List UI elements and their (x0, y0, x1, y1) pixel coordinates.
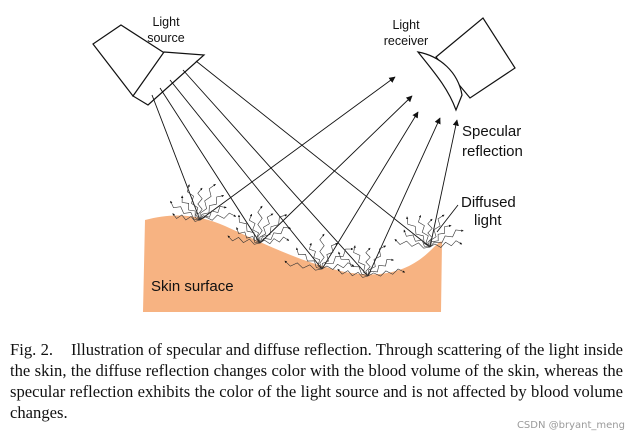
diffuse-ray-squiggle (199, 194, 225, 221)
diffuse-ray-squiggle (248, 213, 261, 244)
diffuse-ray-squiggle (365, 247, 371, 277)
diffuse-ray-squiggle (427, 218, 433, 248)
diffuse-ray-squiggle (199, 183, 216, 221)
diffuse-ray-squiggle (418, 215, 431, 248)
diffuse-ray-squiggle (257, 205, 263, 244)
specular-reflected-rays (199, 76, 459, 277)
diffuse-ray-squiggle (236, 227, 261, 244)
diffuse-ray-squiggle (259, 213, 274, 244)
diffuse-ray-squiggle (338, 251, 369, 277)
diffuse-ray-squiggle (186, 184, 201, 221)
diffused-light-scatter (170, 183, 464, 278)
diffuse-ray-squiggle (259, 214, 288, 244)
diffuse-ray-squiggle (259, 226, 291, 244)
skin-surface-shape (143, 215, 442, 312)
diffuse-ray-squiggle (353, 245, 369, 277)
diffuse-ray-squiggle (296, 247, 323, 270)
diffuse-ray-squiggle (227, 235, 261, 245)
light-source-label-line2: source (147, 31, 185, 45)
light-receiver-label-line1: Light (392, 18, 420, 32)
diffuse-ray-squiggle (321, 262, 355, 270)
diffuse-ray-squiggle (367, 245, 387, 277)
caption-text: Illustration of specular and diffuse ref… (10, 340, 623, 422)
diffuse-ray-squiggle (367, 268, 406, 277)
diffuse-ray-squiggle (337, 268, 369, 278)
diffuse-ray-squiggle (321, 247, 354, 270)
specular-reflection-label-line1: Specular (462, 123, 521, 140)
diffuse-ray-squiggle (180, 195, 201, 221)
reflection-diagram: Light source Light receiver Specular ref… (92, 15, 523, 312)
diffuse-ray-squiggle (406, 216, 431, 248)
diffuse-ray-squiggle (429, 229, 464, 248)
diffuse-ray-squiggle (367, 258, 394, 277)
diffuse-ray-squiggle (429, 214, 445, 247)
diffuse-ray-squiggle (309, 242, 323, 270)
diffuse-ray-squiggle (429, 240, 463, 248)
diffuse-ray-squiggle (259, 236, 290, 245)
diffuse-ray-squiggle (237, 214, 261, 244)
skin-surface-label: Skin surface (151, 278, 234, 295)
diffuse-ray-squiggle (284, 260, 323, 271)
specular-reflection-label-line2: reflection (462, 143, 523, 160)
diffuse-ray-squiggle (197, 187, 203, 221)
diffuse-ray-squiggle (170, 200, 201, 221)
diffuse-ray-squiggle (429, 224, 452, 248)
diffuse-ray-squiggle (199, 205, 227, 221)
light-source-label-line1: Light (152, 15, 180, 29)
diffused-pointer-line (436, 204, 459, 233)
light-source-icon (92, 24, 206, 106)
diffuse-ray-squiggle (172, 213, 201, 222)
figure-number: Fig. 2. (10, 340, 54, 359)
light-receiver-label-line2: receiver (384, 34, 428, 48)
diffused-light-label-line1: Diffused (461, 194, 516, 211)
incident-rays (151, 60, 431, 277)
diffuse-ray-squiggle (199, 212, 237, 221)
diffuse-ray-squiggle (403, 229, 431, 248)
light-receiver-icon (416, 17, 516, 112)
diffuse-ray-squiggle (321, 242, 338, 270)
figure-caption: Fig. 2.Illustration of specular and diff… (10, 339, 623, 423)
watermark: CSDN @bryant_meng (516, 420, 625, 431)
diffused-light-label-line2: light (474, 212, 502, 229)
diffuse-ray-squiggle (319, 233, 325, 270)
diffuse-ray-squiggle (394, 238, 431, 249)
